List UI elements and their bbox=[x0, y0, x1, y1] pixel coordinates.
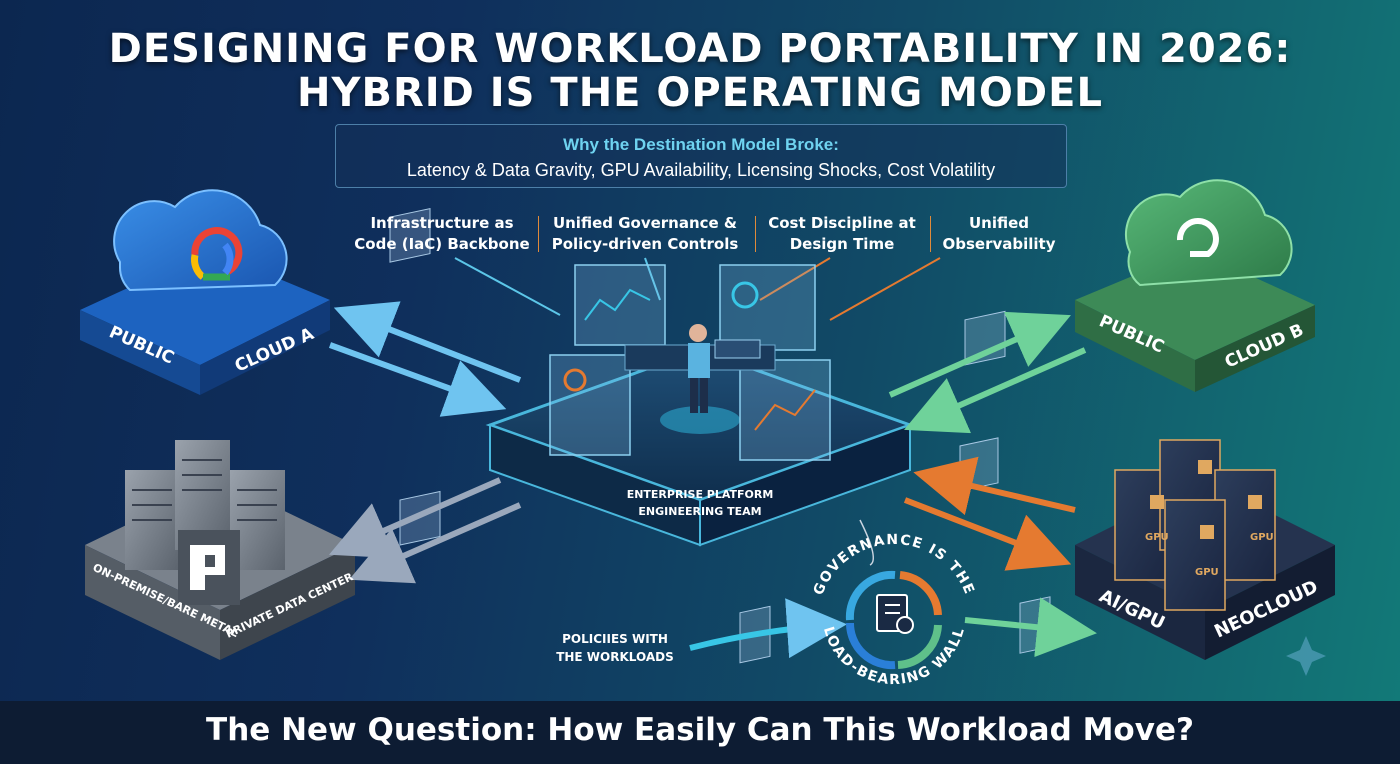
pillar-cost: Cost Discipline at Design Time bbox=[757, 213, 927, 255]
pillar-cost-line2: Design Time bbox=[789, 235, 895, 253]
governance-top-text: GOVERNANCE IS THE bbox=[811, 532, 976, 598]
pillar-governance-line1: Unified Governance & bbox=[552, 214, 738, 232]
pillar-observability: Unified Observability bbox=[934, 213, 1064, 255]
central-platform bbox=[485, 264, 915, 547]
policies-line2: THE WORKLOADS bbox=[556, 650, 674, 664]
public-cloud-a-node bbox=[80, 189, 330, 395]
gpu-chip-label: GPU bbox=[1145, 532, 1169, 543]
governance-ring: GOVERNANCE IS THE LOAD-BEARING WALL bbox=[811, 519, 978, 688]
svg-text:GOVERNANCE IS THE: GOVERNANCE IS THE bbox=[811, 532, 978, 598]
page-title-line-1: DESIGNING FOR WORKLOAD PORTABILITY IN 20… bbox=[108, 26, 1292, 72]
why-box-heading: Why the Destination Model Broke: bbox=[563, 135, 839, 154]
pillar-iac: Infrastructure as Code (IaC) Backbone bbox=[352, 213, 532, 255]
pillar-iac-line1: Infrastructure as bbox=[370, 214, 514, 232]
pillar-observability-line1: Unified bbox=[968, 214, 1030, 232]
pillar-governance-line2: Policy-driven Controls bbox=[551, 235, 739, 253]
pillar-governance: Unified Governance & Policy-driven Contr… bbox=[540, 213, 750, 255]
flow-arrows bbox=[328, 301, 1097, 659]
pillar-divider bbox=[755, 216, 756, 252]
pillar-connector-lines bbox=[454, 257, 941, 321]
why-box-items: Latency & Data Gravity, GPU Availability… bbox=[406, 160, 996, 180]
bottom-banner bbox=[0, 701, 1400, 764]
platform-team-line2: ENGINEERING TEAM bbox=[638, 505, 762, 518]
svg-text:LOAD-BEARING WALL: LOAD-BEARING WALL bbox=[820, 625, 968, 688]
why-destination-model-broke-box: Why the Destination Model Broke: Latency… bbox=[335, 124, 1067, 188]
platform-team-label: ENTERPRISE PLATFORM ENGINEERING TEAM bbox=[590, 486, 810, 520]
gpu-neocloud-node: GPU GPU GPU bbox=[1075, 439, 1335, 676]
governance-bottom-text: LOAD-BEARING WALL bbox=[820, 625, 967, 688]
platform-team-line1: ENTERPRISE PLATFORM bbox=[626, 488, 774, 501]
gpu-chip-label: GPU bbox=[1195, 567, 1219, 578]
pillar-divider bbox=[538, 216, 539, 252]
public-cloud-b-node bbox=[1075, 179, 1315, 392]
on-prem-node bbox=[85, 440, 355, 660]
pillar-observability-line2: Observability bbox=[942, 235, 1056, 253]
pillar-divider bbox=[930, 216, 931, 252]
pillar-cost-line1: Cost Discipline at bbox=[768, 214, 916, 232]
page-title-line-2: HYBRID IS THE OPERATING MODEL bbox=[297, 70, 1103, 116]
policies-line1: POLICIIES WITH bbox=[562, 632, 668, 646]
bottom-question: The New Question: How Easily Can This Wo… bbox=[206, 712, 1194, 748]
pillar-iac-line2: Code (IaC) Backbone bbox=[354, 235, 530, 253]
policies-with-workloads-label: POLICIIES WITH THE WORKLOADS bbox=[540, 630, 690, 666]
gpu-chip-label: GPU bbox=[1250, 532, 1274, 543]
